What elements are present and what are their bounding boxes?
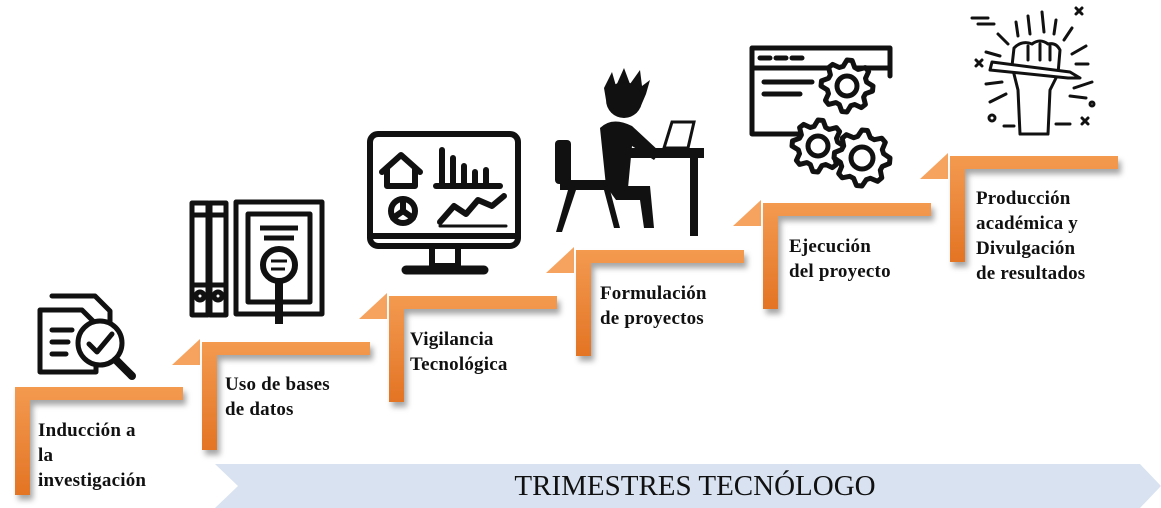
step-riser-4 bbox=[733, 200, 761, 226]
gear-shape bbox=[789, 117, 847, 175]
step-label-2: Uso de bases de datos bbox=[225, 374, 330, 420]
timeline-banner-arrow bbox=[215, 464, 1161, 508]
banner-title: TRIMESTRES TECNÓLOGO bbox=[514, 470, 876, 502]
step-riser-3 bbox=[546, 247, 574, 273]
person-at-desk-icon bbox=[555, 68, 704, 236]
step-label-3: Vigilancia Tecnológica bbox=[410, 329, 508, 375]
step-riser-2 bbox=[359, 293, 387, 319]
step-label-6: Producción académica y Divulgación de re… bbox=[976, 188, 1086, 284]
gear-shape bbox=[818, 57, 876, 115]
step-5 bbox=[763, 203, 931, 309]
step-2 bbox=[202, 342, 370, 450]
step-3 bbox=[389, 296, 557, 402]
step-riser-5 bbox=[920, 153, 948, 179]
step-6 bbox=[950, 156, 1118, 262]
database-book-icon bbox=[189, 199, 325, 324]
step-label-5: Ejecución del proyecto bbox=[789, 236, 891, 282]
step-label-4: Formulación de proyectos bbox=[600, 283, 707, 329]
step-1 bbox=[15, 387, 183, 495]
gear-shape bbox=[831, 127, 893, 189]
gear-hole bbox=[805, 133, 831, 159]
raised-fist-pen-icon bbox=[970, 6, 1096, 136]
step-4 bbox=[576, 250, 744, 356]
step-riser-1 bbox=[172, 339, 200, 365]
window-gears-icon bbox=[749, 45, 893, 189]
gear-hole bbox=[834, 73, 860, 99]
monitor-dashboard-icon bbox=[367, 131, 521, 275]
step-label-1: Inducción a la investigación bbox=[38, 420, 147, 491]
document-magnifier-icon bbox=[37, 293, 136, 380]
gear-hole bbox=[848, 144, 876, 172]
